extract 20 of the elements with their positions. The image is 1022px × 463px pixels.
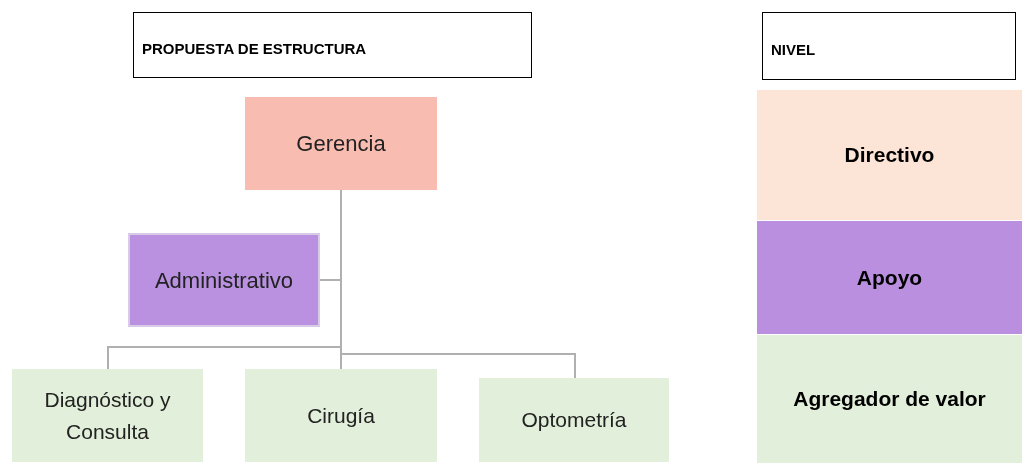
node-label: Gerencia (296, 130, 386, 158)
level-band (757, 335, 1022, 463)
node-label: Agregador de valor (793, 386, 986, 413)
node-label: Diagnóstico y Consulta (43, 387, 172, 445)
org-unit-box (12, 369, 203, 462)
node-label: Apoyo (856, 264, 923, 291)
node-label: Optometría (521, 407, 627, 434)
level-band (757, 90, 1022, 220)
node-label: PROPUESTA DE ESTRUCTURA (142, 38, 367, 59)
org-unit-box (479, 378, 669, 462)
title-box (133, 12, 532, 78)
org-unit-box (128, 233, 320, 327)
org-unit-box (245, 369, 437, 462)
level-band (757, 221, 1022, 334)
header-box (762, 12, 1016, 80)
node-label: NIVEL (771, 39, 816, 60)
org-unit-box (245, 97, 437, 190)
node-label: Administrativo (154, 266, 294, 295)
node-label: Directivo (844, 142, 935, 169)
node-label: Cirugía (307, 402, 375, 429)
